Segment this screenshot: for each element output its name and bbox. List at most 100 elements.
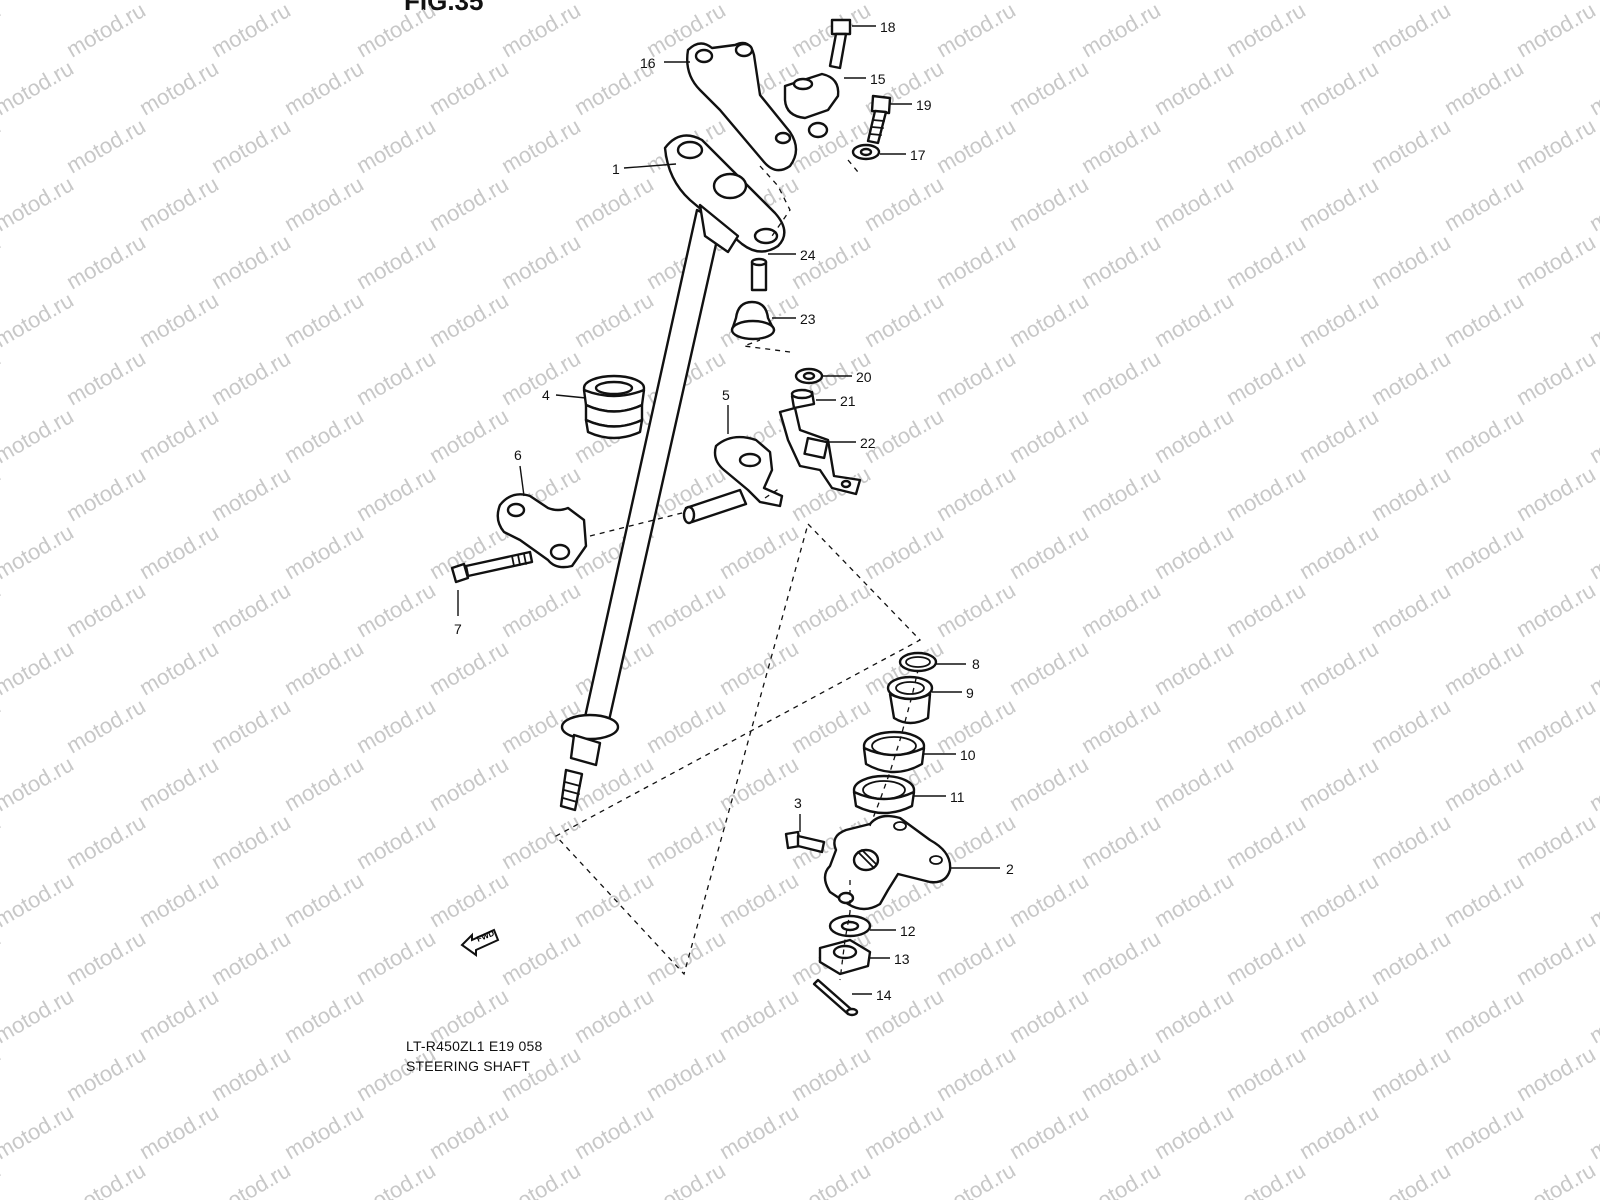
watermark-text: motod.ru [1585,751,1600,816]
part-3-bolt [784,830,826,854]
watermark-text: motod.ru [135,1099,223,1164]
watermark-text: motod.ru [280,55,368,120]
callout-labels: 1 2 3 4 5 6 7 8 9 10 11 12 13 14 15 16 1… [454,19,1014,1003]
watermark-text: motod.ru [1440,0,1528,4]
watermark-text: motod.ru [1440,171,1528,236]
watermark-text: motod.ru [135,983,223,1048]
diagram-title: STEERING SHAFT [406,1058,531,1074]
part-18-bolt [828,18,852,70]
watermark-text: motod.ru [0,461,5,526]
watermark-text: motod.ru [1295,0,1383,4]
watermark-text: motod.ru [497,577,585,642]
watermark-text: motod.ru [1585,983,1600,1048]
watermark-text: motod.ru [1295,983,1383,1048]
watermark-text: motod.ru [1005,287,1093,352]
watermark-text: motod.ru [0,0,78,4]
watermark-text: motod.ru [1077,577,1165,642]
watermark-text: motod.ru [352,113,440,178]
watermark-text: motod.ru [497,345,585,410]
callout-2: 2 [1006,861,1014,877]
watermark-text: motod.ru [135,287,223,352]
diagram-code: LT-R450ZL1 E19 058 [406,1038,543,1054]
watermark-text: motod.ru [1150,867,1238,932]
watermark-text: motod.ru [1512,345,1600,410]
watermark-text: motod.ru [1222,809,1310,874]
watermark-text: motod.ru [1150,1099,1238,1164]
watermark-text: motod.ru [1077,1041,1165,1106]
watermark-text: motod.ru [1440,403,1528,468]
watermark-text: motod.ru [280,1099,368,1164]
callout-22: 22 [860,435,876,451]
watermark-text: motod.ru [280,867,368,932]
watermark-text: motod.ru [570,171,658,236]
callout-13: 13 [894,951,910,967]
watermark-text: motod.ru [1512,1157,1600,1200]
part-11-seal [852,774,916,815]
watermark-text: motod.ru [1367,925,1455,990]
part-17-washer [851,143,881,161]
watermark-text: motod.ru [207,1041,295,1106]
watermark-text: motod.ru [0,1099,78,1164]
watermark-text: motod.ru [1005,867,1093,932]
watermark-text: motod.ru [860,287,948,352]
callout-1: 1 [612,161,620,177]
watermark-text: motod.ru [1367,113,1455,178]
callout-12: 12 [900,923,916,939]
watermark-text: motod.ru [0,983,78,1048]
callout-3: 3 [794,795,802,811]
watermark-text: motod.ru [1150,403,1238,468]
callout-17: 17 [910,147,926,163]
callout-8: 8 [972,656,980,672]
watermark-text: motod.ru [1295,403,1383,468]
callout-23: 23 [800,311,816,327]
watermark-text: motod.ru [1367,461,1455,526]
callout-15: 15 [870,71,886,87]
watermark-text: motod.ru [1150,55,1238,120]
part-7-bolt [450,550,534,584]
watermark-text: motod.ru [207,345,295,410]
watermark-text: motod.ru [1367,229,1455,294]
watermark-text: motod.ru [1222,229,1310,294]
watermark-text: motod.ru [1295,1099,1383,1164]
watermark-text: motod.ru [352,809,440,874]
watermark-text: motod.ru [0,867,78,932]
part-9-bushing [886,675,934,725]
watermark-text: motod.ru [0,809,5,874]
part-20-washer [794,367,824,385]
watermark-text: motod.ru [207,229,295,294]
watermark-text: motod.ru [352,577,440,642]
watermark-text: motod.ru [715,1099,803,1164]
fwd-arrow-icon: FWD [460,929,500,957]
watermark-text: motod.ru [207,1157,295,1200]
watermark-text: motod.ru [932,925,1020,990]
watermark-text: motod.ru [1512,113,1600,178]
watermark-text: motod.ru [1367,345,1455,410]
watermark-text: motod.ru [1005,0,1093,4]
callout-24: 24 [800,247,816,263]
part-5-holder [713,435,784,508]
watermark-text: motod.ru [280,983,368,1048]
part-1-steering-shaft [559,134,786,812]
watermark-text: motod.ru [207,0,295,62]
figure-label: FIG.35 [404,0,484,16]
watermark-text: motod.ru [715,635,803,700]
watermark-text: motod.ru [1077,113,1165,178]
watermark-text: motod.ru [425,635,513,700]
watermark-text: motod.ru [1222,461,1310,526]
watermark-text: motod.ru [352,345,440,410]
watermark-text: motod.ru [1440,287,1528,352]
watermark-text: motod.ru [62,229,150,294]
part-4-boot [582,374,646,440]
watermark-text: motod.ru [352,925,440,990]
watermark-text: motod.ru [1367,693,1455,758]
watermark-text: motod.ru [1005,751,1093,816]
watermark-text: motod.ru [1585,287,1600,352]
callout-4: 4 [542,387,550,403]
watermark-text: motod.ru [135,519,223,584]
part-12-washer [828,914,872,938]
watermark-text: motod.ru [932,345,1020,410]
watermark-text: motod.ru [1440,55,1528,120]
callout-6: 6 [514,447,522,463]
